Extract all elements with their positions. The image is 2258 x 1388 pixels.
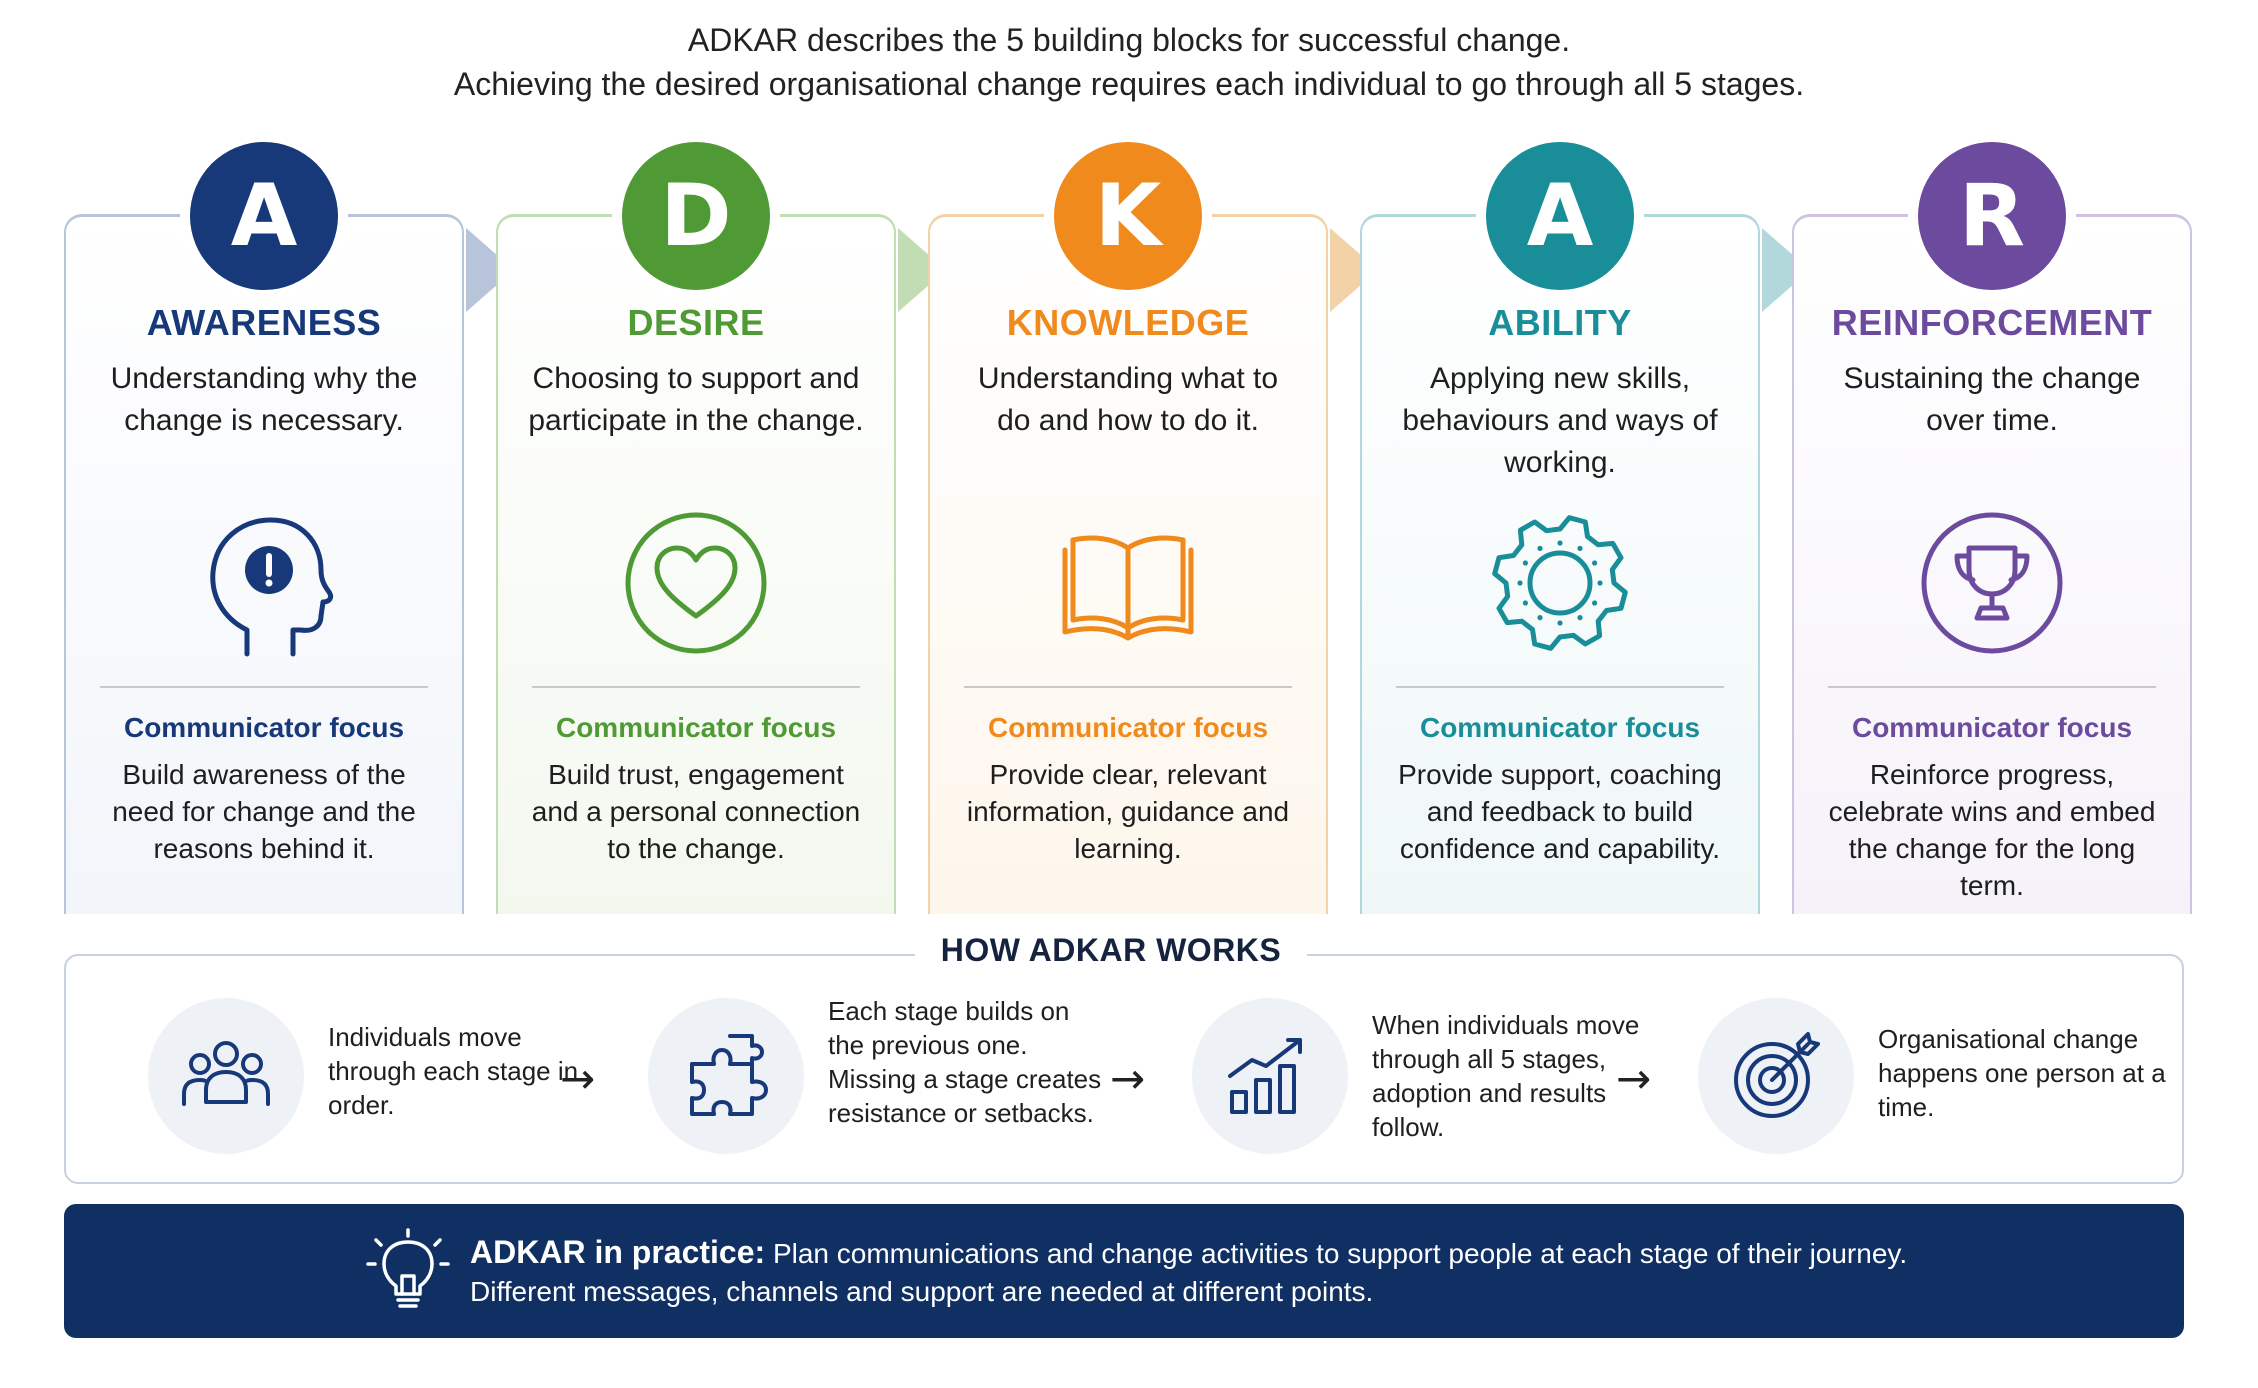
focus-title: Communicator focus: [1419, 712, 1701, 743]
head-exclamation-icon: [189, 508, 339, 658]
stage-awareness: A AWARENESS Understanding why the change…: [64, 0, 514, 920]
trophy-icon: [1917, 508, 2067, 658]
focus-text: Provide support, coaching and feedback t…: [1398, 759, 1722, 864]
stage-badge: A: [180, 132, 348, 300]
focus-title: Communicator focus: [987, 712, 1269, 743]
stage-reinforcement: R REINFORCEMENT Sustaining the change ov…: [1792, 0, 2196, 920]
stage-description: Applying new skills, behaviours and ways…: [1402, 362, 1718, 479]
intro: ADKAR describes the 5 building blocks fo…: [0, 18, 2258, 106]
gear-dot: [1577, 615, 1583, 621]
stage-letter: K: [1054, 142, 1202, 290]
people-icon: [148, 998, 304, 1154]
stage-badge: R: [1908, 132, 2076, 300]
divider: [532, 686, 860, 688]
adkar-stages: A AWARENESS Understanding why the change…: [64, 0, 2196, 920]
how-title-text: HOW ADKAR WORKS: [914, 932, 1308, 968]
arrow-right-icon: →: [1110, 1054, 1146, 1103]
heart-icon: [621, 508, 771, 658]
how-step-text: Each stage builds on the previous one. M…: [828, 996, 1102, 1128]
focus-title: Communicator focus: [123, 712, 405, 743]
divider: [1828, 686, 2156, 688]
gear-dot: [1522, 600, 1528, 606]
stage-knowledge: K KNOWLEDGE Understanding what to do and…: [928, 0, 1378, 920]
practice-line-2: Different messages, channels and support…: [470, 1276, 1374, 1307]
stage-letter: A: [1486, 142, 1634, 290]
divider: [100, 686, 428, 688]
practice-label: ADKAR in practice:: [470, 1234, 766, 1270]
practice-text-1: Plan communications and change activitie…: [772, 1238, 1908, 1269]
stage-description: Sustaining the change over time.: [1843, 362, 2141, 437]
focus-text: Build trust, engagement and a personal c…: [531, 759, 861, 864]
gear-dot: [1537, 545, 1543, 551]
stage-description: Understanding what to do and how to do i…: [977, 362, 1279, 437]
gear-dot: [1592, 600, 1598, 606]
target-icon: [1698, 998, 1854, 1154]
growth-chart-icon: [1192, 998, 1348, 1154]
stage-badge: A: [1476, 132, 1644, 300]
focus-text: Provide clear, relevant information, gui…: [966, 759, 1290, 864]
divider: [1396, 686, 1724, 688]
divider: [964, 686, 1292, 688]
stage-description: Understanding why the change is necessar…: [110, 362, 418, 437]
gear-dot: [1592, 560, 1598, 566]
focus-text: Build awareness of the need for change a…: [112, 759, 416, 864]
stage-panel: [496, 214, 896, 914]
practice-line-1: ADKAR in practice: Plan communications a…: [470, 1234, 1907, 1272]
arrow-right-icon: →: [560, 1054, 596, 1103]
intro-line-2: Achieving the desired organisational cha…: [453, 66, 1805, 102]
how-step-text: Individuals move through each stage in o…: [328, 1022, 579, 1120]
focus-text: Reinforce progress, celebrate wins and e…: [1828, 759, 2156, 901]
arrow-right-icon: →: [1616, 1054, 1652, 1103]
stage-letter: R: [1918, 142, 2066, 290]
stage-badge: K: [1044, 132, 1212, 300]
stage-ability: A ABILITY Applying new skills, behaviour…: [1360, 0, 1810, 920]
focus-title: Communicator focus: [1851, 712, 2133, 743]
gear-icon: [1485, 508, 1635, 658]
adkar-in-practice-banner: ADKAR in practice: Plan communications a…: [64, 1204, 2184, 1338]
gear-dot: [1537, 615, 1543, 621]
gear-dot: [1557, 620, 1563, 626]
stage-name: AWARENESS: [146, 302, 382, 343]
stage-badge: D: [612, 132, 780, 300]
intro-line-1: ADKAR describes the 5 building blocks fo…: [687, 22, 1571, 58]
gear-dot: [1557, 540, 1563, 546]
stage-letter: A: [190, 142, 338, 290]
open-book-icon: [1053, 508, 1203, 658]
gear-dot: [1517, 580, 1523, 586]
stage-letter: D: [622, 142, 770, 290]
stage-panel: [1360, 214, 1760, 914]
stage-name: DESIRE: [627, 302, 765, 343]
stage-description: Choosing to support and participate in t…: [528, 362, 864, 437]
stage-name: ABILITY: [1488, 302, 1632, 343]
gear-dot: [1522, 560, 1528, 566]
how-adkar-works-title: HOW ADKAR WORKS: [0, 932, 2222, 969]
gear-dot: [1577, 545, 1583, 551]
stage-name: REINFORCEMENT: [1831, 302, 2153, 343]
how-step-text: Organisational change happens one person…: [1878, 1024, 2166, 1122]
focus-title: Communicator focus: [555, 712, 837, 743]
stage-desire: D DESIRE Choosing to support and partici…: [496, 0, 946, 920]
puzzle-icon: [648, 998, 804, 1154]
how-step-text: When individuals move through all 5 stag…: [1372, 1010, 1640, 1142]
gear-dot: [1597, 580, 1603, 586]
lightbulb-icon: [366, 1228, 450, 1308]
stage-name: KNOWLEDGE: [1006, 302, 1250, 343]
